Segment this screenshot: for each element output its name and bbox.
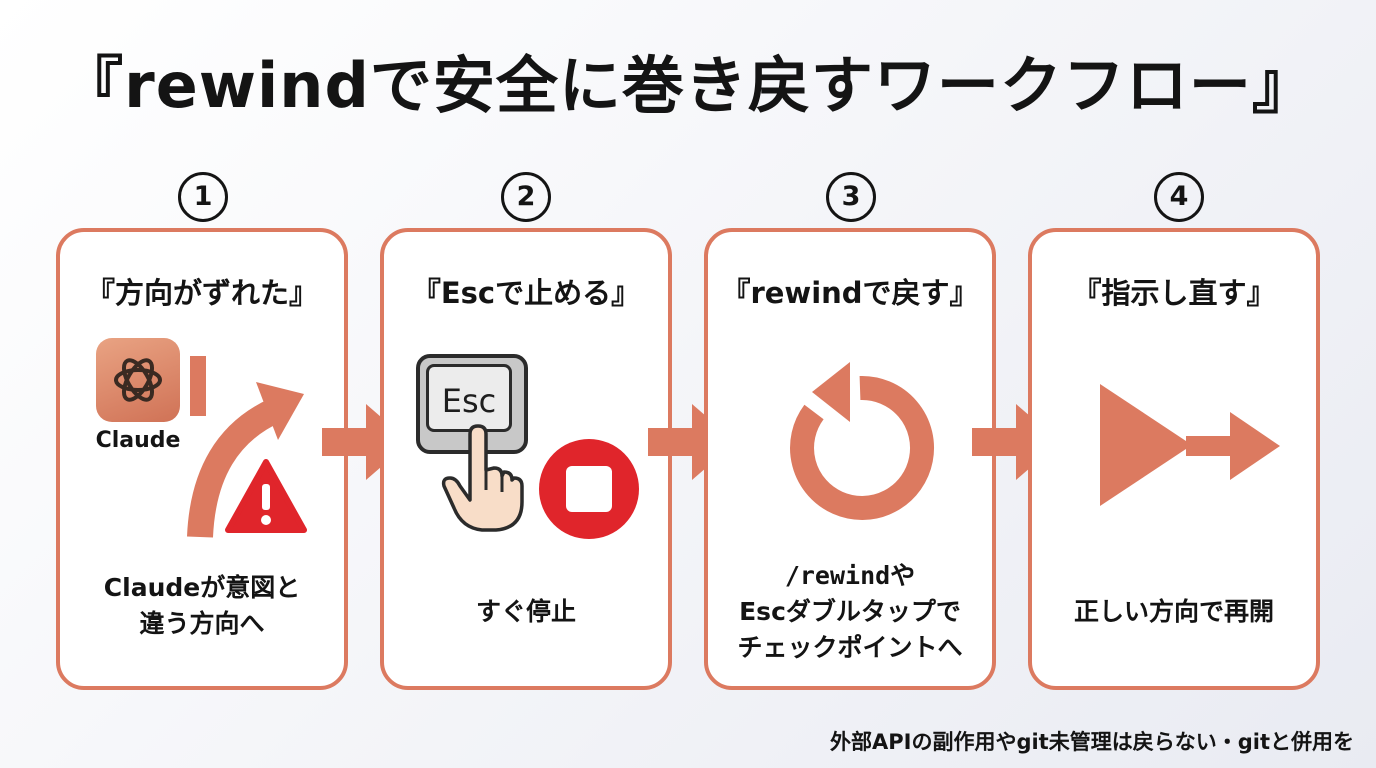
step-title-2: 『Escで止める』: [411, 276, 641, 310]
rewind-circular-arrow-icon: [772, 360, 942, 530]
step-title-3: 『rewindで戻す』: [721, 276, 979, 310]
play-icon: [1096, 382, 1196, 508]
stop-icon: [538, 438, 640, 540]
warning-icon: [224, 458, 308, 534]
step-description-2: すぐ停止: [475, 597, 576, 626]
forward-arrow-icon: [1186, 410, 1282, 482]
step-card-3: 『rewindで戻す』 /rewindや Escダブルタップで チェックポイント…: [704, 228, 996, 690]
step-description-3: /rewindや Escダブルタップで チェックポイントへ: [737, 561, 963, 662]
step-description-1: Claudeが意図と 違う方向へ: [103, 573, 301, 638]
step-number-1: 1: [178, 172, 228, 222]
curved-arrow-icon: [184, 352, 314, 542]
flow-arrow-3: [972, 400, 1062, 484]
claude-logo-label: Claude: [95, 428, 181, 453]
claude-logo-icon: [96, 338, 180, 422]
step-number-4: 4: [1154, 172, 1204, 222]
step-card-4: 『指示し直す』 正しい方向で再開: [1028, 228, 1320, 690]
page-title: 『rewindで安全に巻き戻すワークフロー』: [61, 49, 1315, 122]
step-card-1: 『方向がずれた』 Claude Claudeが意図と 違う方向へ: [56, 228, 348, 690]
step-number-3: 3: [826, 172, 876, 222]
footer-note: 外部APIの副作用やgit未管理は戻らない・gitと併用を: [830, 730, 1354, 754]
step-title-1: 『方向がずれた』: [85, 276, 318, 310]
esc-key-label: Esc: [441, 382, 497, 420]
step-title-4: 『指示し直す』: [1072, 276, 1276, 310]
step-number-2: 2: [501, 172, 551, 222]
pointing-hand-icon: [440, 424, 530, 534]
step-description-4: 正しい方向で再開: [1073, 597, 1274, 626]
step-card-2: 『Escで止める』 Esc すぐ停止: [380, 228, 672, 690]
